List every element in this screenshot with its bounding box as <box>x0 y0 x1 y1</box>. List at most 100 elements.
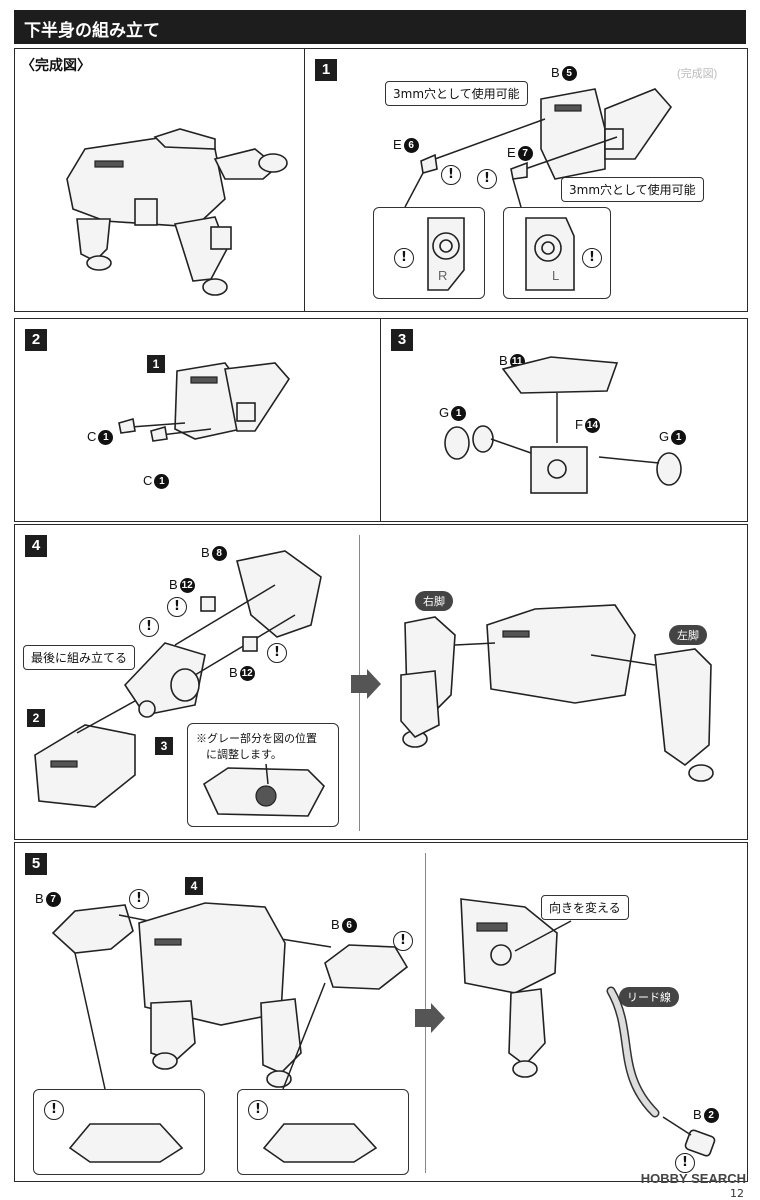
part-letter: G <box>439 405 450 420</box>
warning-icon: ! <box>675 1153 695 1173</box>
completed-panel: 〈完成図〉 <box>14 48 306 312</box>
step4-ref2: 2 <box>27 709 45 727</box>
step1-number: 1 <box>315 59 337 81</box>
step4-ref3: 3 <box>155 737 173 755</box>
step1-illustration <box>404 88 673 208</box>
part-letter: G <box>659 429 670 444</box>
step4-illustration <box>34 550 322 808</box>
step1-ghost-label: (完成図) <box>677 68 718 80</box>
completed-label: 〈完成図〉 <box>21 57 91 73</box>
part-letter: B <box>551 65 560 80</box>
part-letter: C <box>143 473 153 488</box>
warning-icon: ! <box>477 169 497 189</box>
note-line2: に調整します。 <box>206 749 282 761</box>
part-letter: B <box>693 1107 702 1122</box>
part-number: 1 <box>98 430 114 446</box>
step1-detail-r: R ! <box>373 207 485 299</box>
step5-detail-right: ! <box>237 1089 409 1175</box>
right-leg-label: 右脚 <box>415 591 453 611</box>
warning-icon: ! <box>129 889 149 909</box>
lead-wire-label: リード線 <box>619 987 679 1007</box>
part-letter: B <box>331 917 340 932</box>
mark-l: L <box>552 268 560 283</box>
step3-illustration <box>444 356 682 494</box>
part-number: 6 <box>403 138 419 154</box>
step5-lead-wire-illustration <box>460 898 716 1157</box>
flow-arrow-icon <box>415 1003 445 1033</box>
part-letter: C <box>87 429 97 444</box>
page-number: 12 <box>730 1187 744 1200</box>
part-letter: F <box>575 417 583 432</box>
warning-icon: ! <box>167 597 187 617</box>
part-letter: B <box>499 353 508 368</box>
part-letter: B <box>35 891 44 906</box>
step4-callout-last: 最後に組み立てる <box>23 645 136 670</box>
warning-icon: ! <box>582 248 602 268</box>
step5-ref: 4 <box>185 877 203 895</box>
step2-illustration <box>118 362 291 442</box>
part-number: 7 <box>45 892 61 908</box>
part-number: 7 <box>517 146 533 162</box>
part-number: 12 <box>179 578 195 594</box>
warning-icon: ! <box>393 931 413 951</box>
part-number: 12 <box>239 666 255 682</box>
step5-callout-direction: 向きを変える <box>541 895 629 920</box>
step4-assembly-illustration <box>400 604 714 782</box>
warning-icon: ! <box>248 1100 268 1120</box>
cover-right-illustration <box>262 1123 378 1163</box>
part-number: 8 <box>211 546 227 562</box>
part-l-illustration <box>525 217 575 291</box>
warning-icon: ! <box>394 248 414 268</box>
step4-number: 4 <box>25 535 47 557</box>
step1-detail-l: L ! <box>503 207 611 299</box>
part-r-illustration <box>427 217 465 291</box>
step2-number: 2 <box>25 329 47 351</box>
step2-ref: 1 <box>147 355 165 373</box>
mark-r: R <box>438 268 448 283</box>
part-letter: B <box>201 545 210 560</box>
warning-icon: ! <box>267 643 287 663</box>
note-line1: ※グレー部分を図の位置 <box>196 733 317 745</box>
completed-illustration <box>66 128 288 296</box>
step1-callout-side: 3mm穴として使用可能 <box>561 177 704 202</box>
step5-illustration <box>51 902 409 1090</box>
warning-icon: ! <box>139 617 159 637</box>
part-number: 1 <box>451 406 467 422</box>
part-letter: E <box>507 145 516 160</box>
step1-callout-top: 3mm穴として使用可能 <box>385 81 528 106</box>
part-number: 5 <box>561 66 577 82</box>
section-header: 下半身の組み立て <box>14 10 746 44</box>
step4-adjust-note: ※グレー部分を図の位置 に調整します。 <box>187 723 339 827</box>
part-number: 1 <box>154 474 170 490</box>
section-title: 下半身の組み立て <box>24 21 160 41</box>
adjust-illustration <box>202 763 325 817</box>
part-number: 1 <box>671 430 687 446</box>
part-number: 2 <box>703 1108 719 1124</box>
flow-arrow-icon <box>351 669 381 699</box>
part-letter: B <box>229 665 238 680</box>
step5-detail-left: ! <box>33 1089 205 1175</box>
part-number: 6 <box>341 918 357 934</box>
step5-number: 5 <box>25 853 47 875</box>
warning-icon: ! <box>441 165 461 185</box>
left-leg-label: 左脚 <box>669 625 707 645</box>
warning-icon: ! <box>44 1100 64 1120</box>
